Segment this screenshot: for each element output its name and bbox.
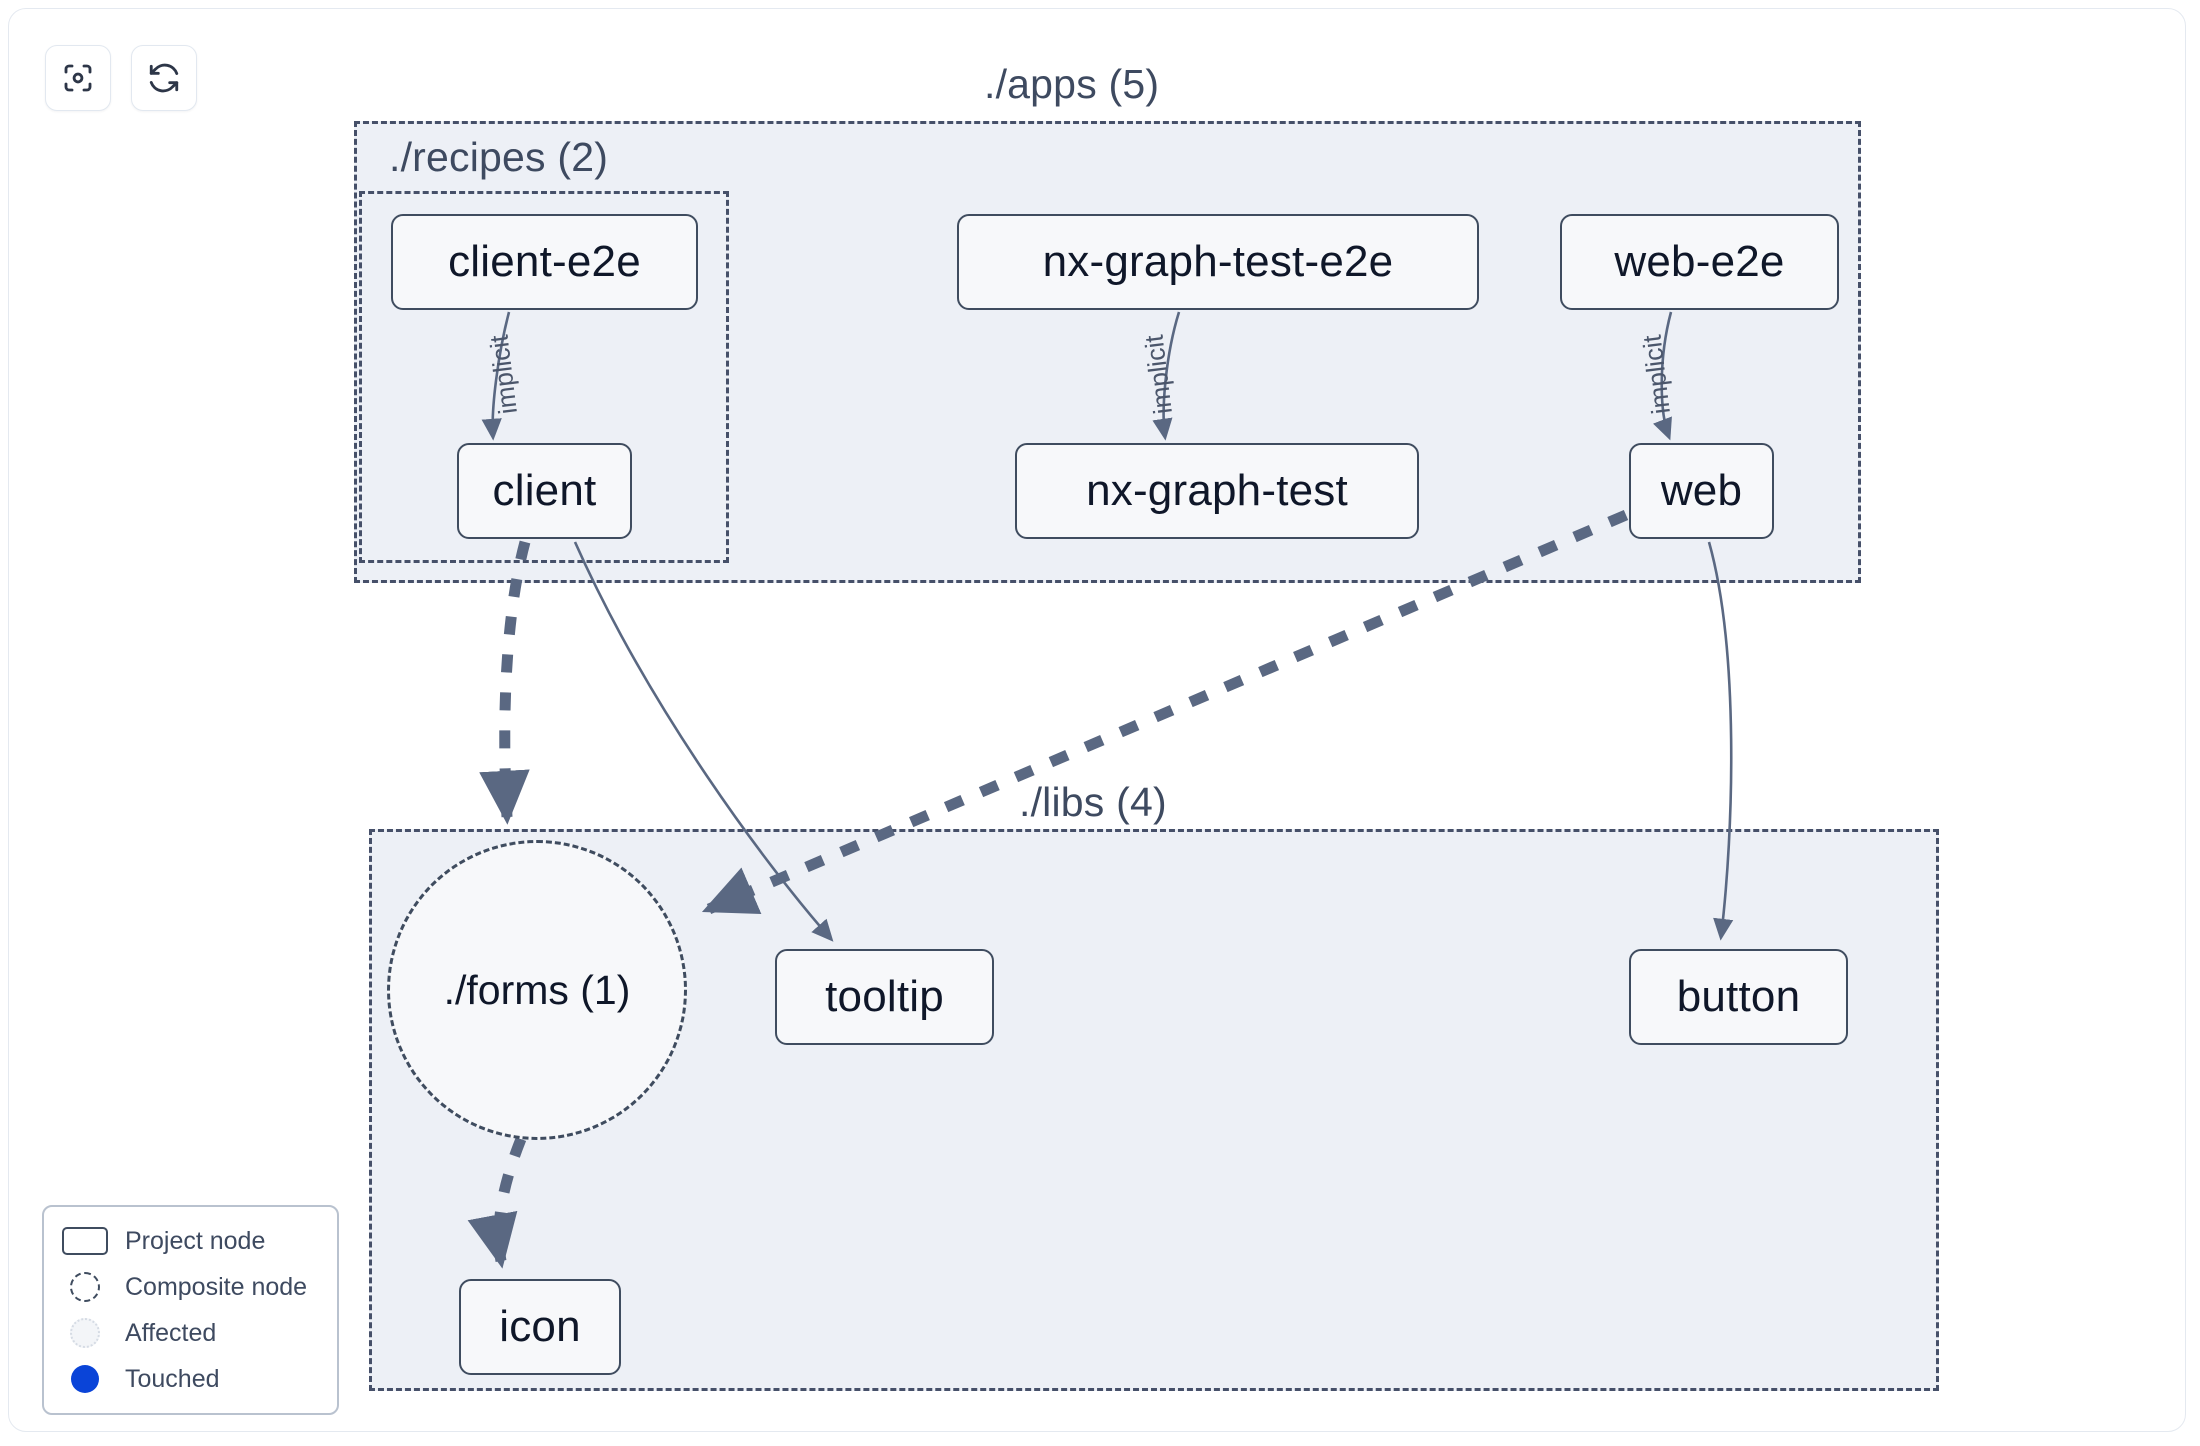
affected-node-icon <box>62 1318 108 1348</box>
graph-canvas[interactable]: ./apps (5) ./recipes (2) ./libs (4) <box>9 9 2185 1431</box>
group-title-recipes: ./recipes (2) <box>389 134 609 180</box>
legend-label: Touched <box>125 1364 220 1393</box>
focus-target-icon <box>60 60 96 96</box>
legend-label: Affected <box>125 1318 217 1347</box>
legend-item-composite-node: Composite node <box>62 1267 319 1307</box>
refresh-icon <box>146 60 182 96</box>
group-title-libs: ./libs (4) <box>1019 779 1167 825</box>
project-node-icon <box>62 1227 108 1255</box>
legend-label: Project node <box>125 1226 266 1255</box>
graph-node-web[interactable]: web <box>1629 443 1774 539</box>
graph-node-button[interactable]: button <box>1629 949 1848 1045</box>
graph-node-client-e2e[interactable]: client-e2e <box>391 214 698 310</box>
graph-node-icon[interactable]: icon <box>459 1279 621 1375</box>
edge-client-to-forms <box>479 540 531 825</box>
graph-node-nx-graph-test[interactable]: nx-graph-test <box>1015 443 1419 539</box>
graph-card: ./apps (5) ./recipes (2) ./libs (4) <box>8 8 2186 1432</box>
legend-item-touched: Touched <box>62 1359 319 1399</box>
graph-toolbar <box>45 45 197 111</box>
graph-node-client[interactable]: client <box>457 443 632 539</box>
composite-node-icon <box>62 1272 108 1302</box>
graph-node-tooltip[interactable]: tooltip <box>775 949 994 1045</box>
legend-item-project-node: Project node <box>62 1221 319 1261</box>
refresh-graph-button[interactable] <box>131 45 197 111</box>
graph-node-web-e2e[interactable]: web-e2e <box>1560 214 1839 310</box>
graph-node-nx-graph-test-e2e[interactable]: nx-graph-test-e2e <box>957 214 1479 310</box>
graph-legend: Project node Composite node Affected Tou… <box>42 1205 339 1415</box>
legend-label: Composite node <box>125 1272 308 1301</box>
legend-item-affected: Affected <box>62 1313 319 1353</box>
group-title-apps: ./apps (5) <box>984 61 1160 107</box>
touched-node-icon <box>62 1365 108 1393</box>
graph-node-forms[interactable]: ./forms (1) <box>387 840 687 1140</box>
focus-graph-button[interactable] <box>45 45 111 111</box>
